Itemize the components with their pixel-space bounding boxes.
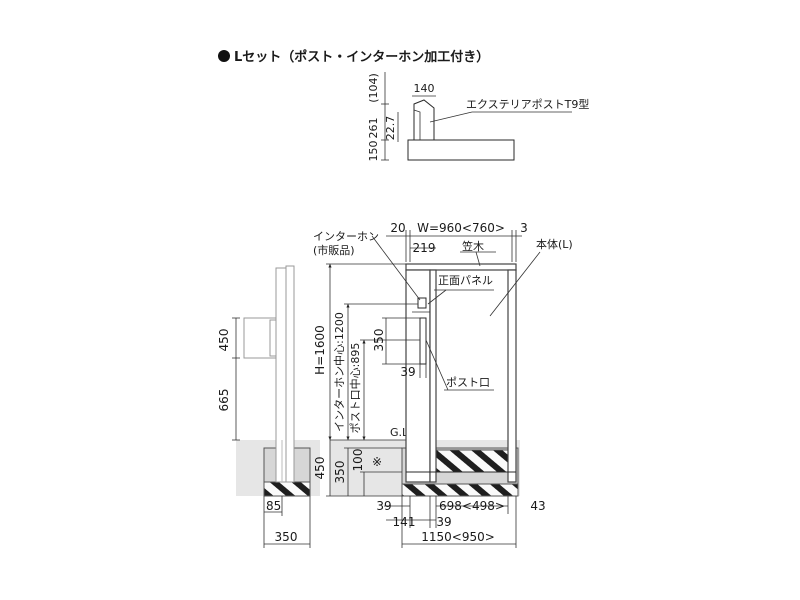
dim-height: H=1600 [313,325,327,375]
front-panel-label: 正面パネル [438,274,493,287]
dim-261: 261 [367,118,380,139]
dim-450-depth: 450 [313,457,327,480]
dim-39-bottom-left: 39 [376,499,391,513]
page-title: Lセット（ポスト・インターホン加工付き） [234,49,489,65]
intercom-label: インターホン [313,230,379,243]
dim-1150: 1150<950> [421,530,495,544]
front-view: G.L 20 W=960<760> 3 219 インターホン (市販品) 笠木 … [313,221,573,548]
ground-level-label: G.L [390,426,409,439]
kasagi-label: 笠木 [462,239,484,253]
body-label: 本体(L) [536,237,573,251]
dim-post-center: ポスト口中心:895 [349,343,362,434]
dim-350-depth: 350 [333,461,347,484]
dim-219: 219 [413,241,436,255]
dim-39-bottom-mid: 39 [436,515,451,529]
post-slot-label: ポスト口 [446,376,490,389]
dim-43: 43 [530,499,545,513]
top-view: (104) 261 150 22.7 140 エクステリアポストT9型 [367,72,589,162]
dim-140: 140 [414,82,435,95]
dim-150: 150 [367,141,380,162]
dim-100: 100 [351,449,365,472]
side-view: 450 665 85 350 [217,265,320,548]
dim-22-7: 22.7 [384,116,397,141]
title-bullet-icon [218,50,230,62]
dim-665: 665 [217,389,231,412]
intercom-sub-label: (市販品) [313,243,355,257]
dim-104: (104) [367,73,380,103]
dim-450-mailbox: 450 [217,329,231,352]
dim-3: 3 [520,221,528,235]
dim-width: W=960<760> [417,221,505,235]
dim-350-slot: 350 [372,329,386,352]
post-model-label: エクステリアポストT9型 [466,97,589,111]
dim-85: 85 [266,499,281,513]
dim-20: 20 [390,221,405,235]
dim-698: 698<498> [439,499,505,513]
dim-39-slot: 39 [400,365,415,379]
note-mark: ※ [372,455,382,469]
dim-intercom-center: インターホン中心:1200 [333,312,346,432]
dim-350-side: 350 [275,530,298,544]
dim-141: 141 [393,515,416,529]
